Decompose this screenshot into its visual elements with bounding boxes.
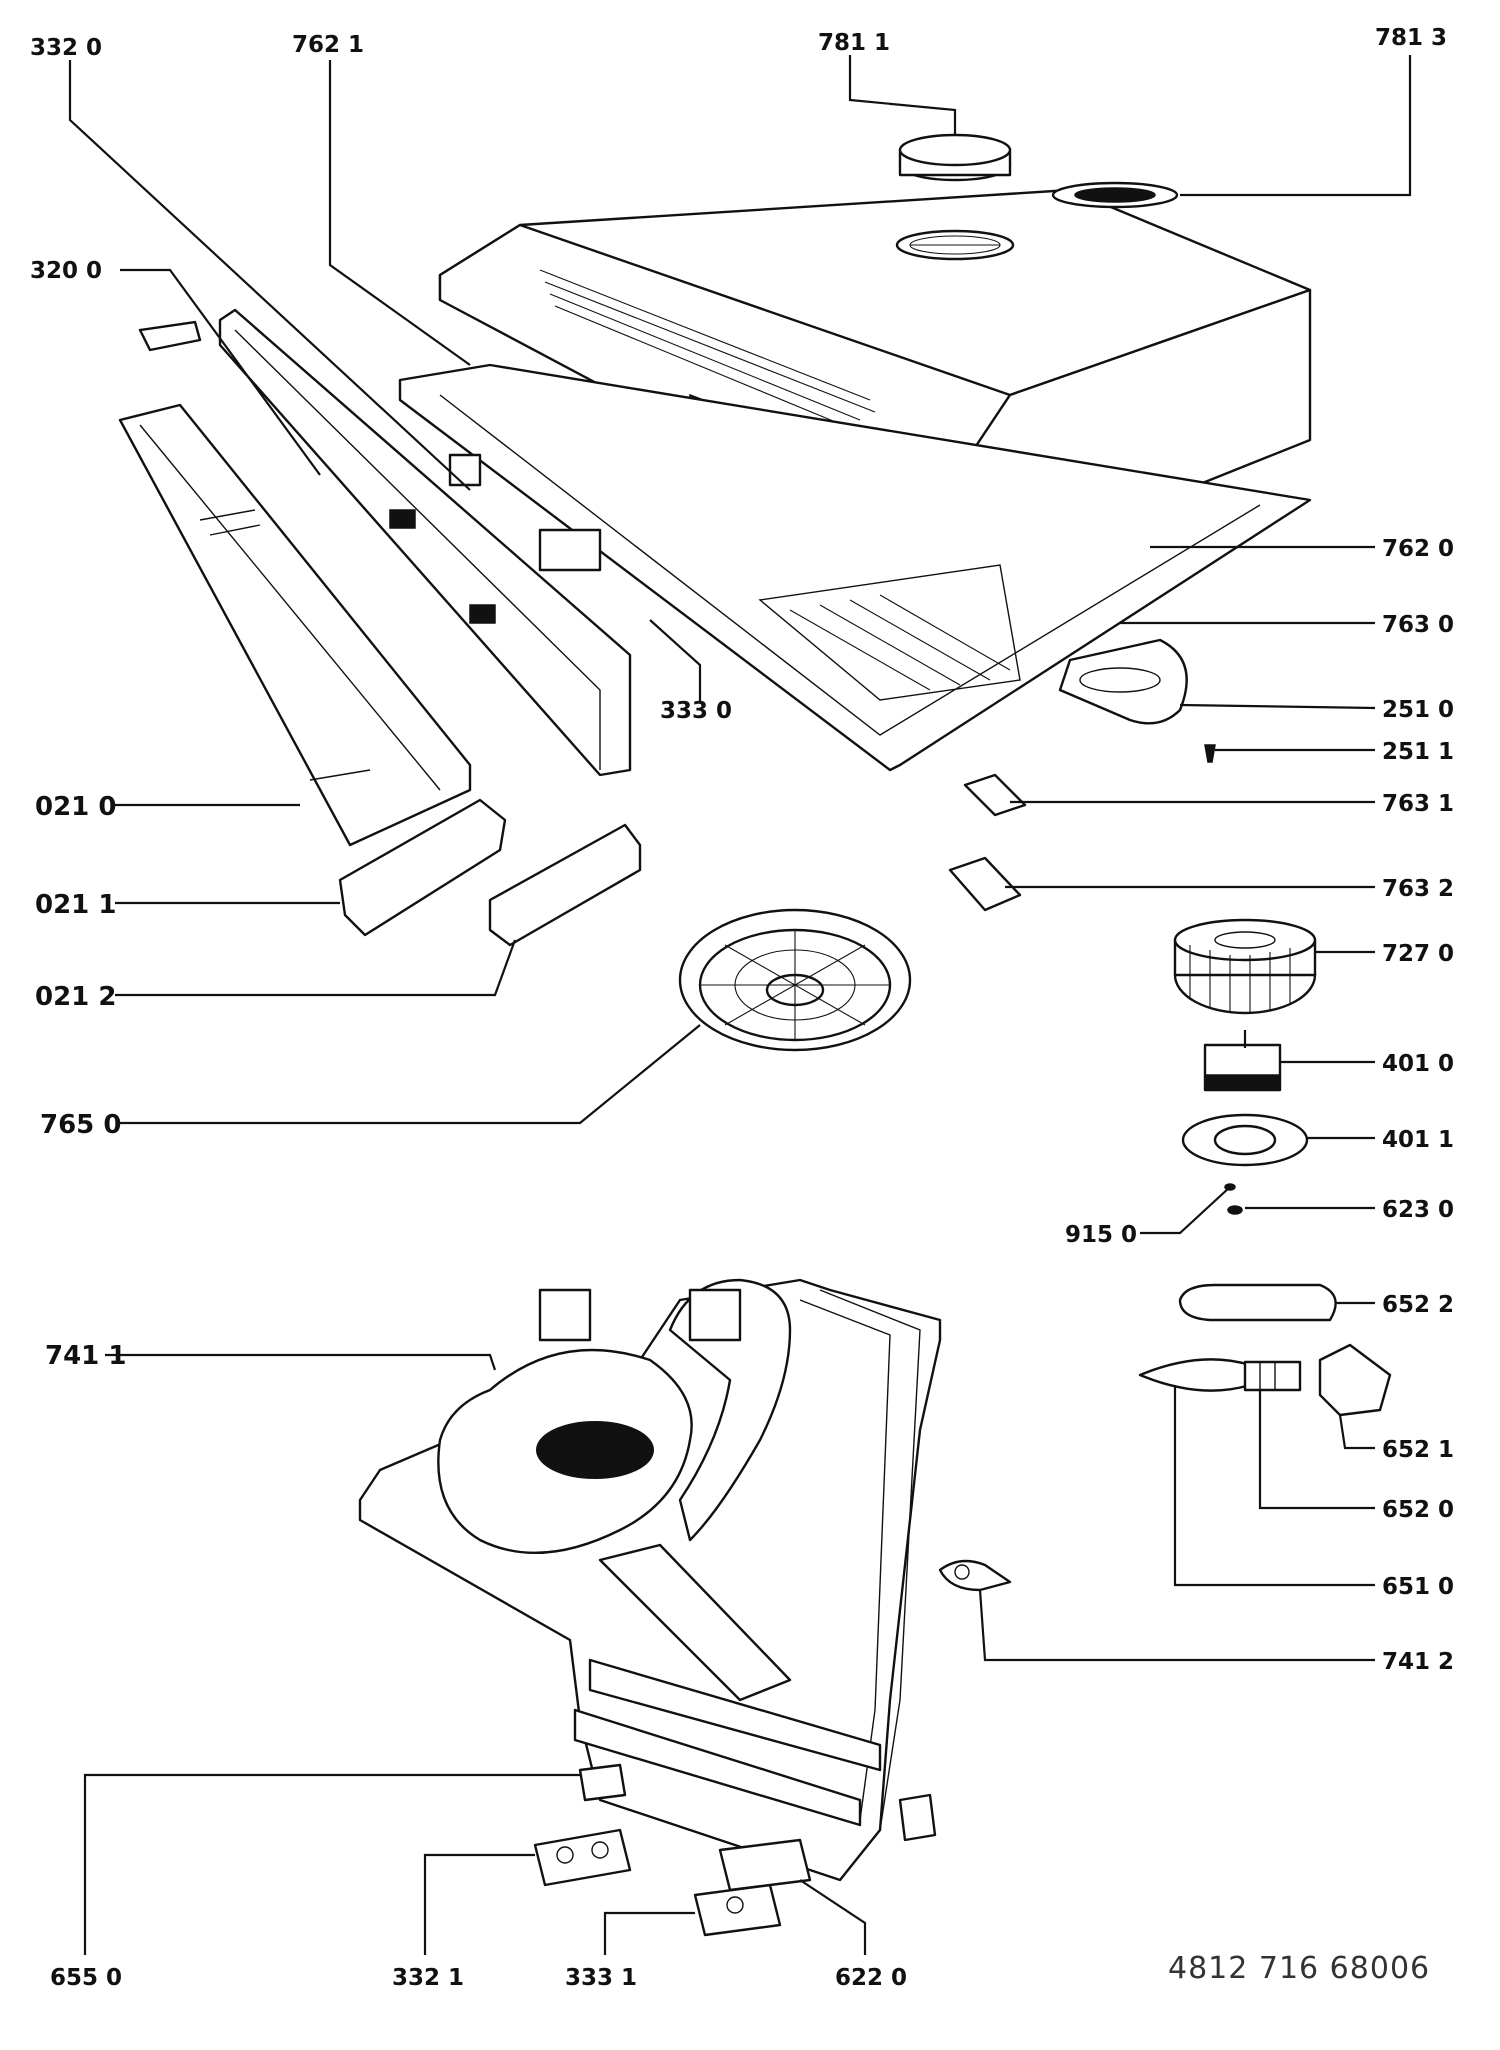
label-333-0: 333 0: [660, 698, 732, 724]
label-251-1: 251 1: [1382, 739, 1454, 765]
fan-housing: [358, 1278, 942, 1937]
label-332-1: 332 1: [392, 1965, 464, 1991]
document-number: 4812 716 68006: [1168, 1951, 1430, 1986]
label-251-0: 251 0: [1382, 697, 1454, 723]
right-parts: [898, 133, 1392, 1592]
label-401-1: 401 1: [1382, 1127, 1454, 1153]
label-652-1: 652 1: [1382, 1437, 1454, 1463]
label-763-0: 763 0: [1382, 612, 1454, 638]
label-765-0: 765 0: [40, 1110, 121, 1140]
label-763-1: 763 1: [1382, 791, 1454, 817]
label-021-0: 021 0: [35, 792, 116, 822]
label-741-1: 741 1: [45, 1341, 126, 1371]
label-727-0: 727 0: [1382, 941, 1454, 967]
part-labels: 332 0 762 1 781 1 781 3 320 0 762 0 763 …: [30, 25, 1454, 1991]
label-781-3: 781 3: [1375, 25, 1447, 51]
label-655-0: 655 0: [50, 1965, 122, 1991]
label-763-2: 763 2: [1382, 876, 1454, 902]
label-021-1: 021 1: [35, 890, 116, 920]
charcoal-filter: [678, 908, 912, 1052]
label-333-1: 333 1: [565, 1965, 637, 1991]
leader-lines: [68, 55, 1412, 1955]
label-320-0: 320 0: [30, 258, 102, 284]
label-741-2: 741 2: [1382, 1649, 1454, 1675]
label-652-2: 652 2: [1382, 1292, 1454, 1318]
front-panels: [118, 308, 642, 947]
label-762-0: 762 0: [1382, 536, 1454, 562]
label-915-0: 915 0: [1065, 1222, 1137, 1248]
label-622-0: 622 0: [835, 1965, 907, 1991]
label-332-0: 332 0: [30, 35, 102, 61]
label-021-2: 021 2: [35, 982, 116, 1012]
label-651-0: 651 0: [1382, 1574, 1454, 1600]
label-401-0: 401 0: [1382, 1051, 1454, 1077]
label-652-0: 652 0: [1382, 1497, 1454, 1523]
label-762-1: 762 1: [292, 32, 364, 58]
filter-frame: [398, 363, 1312, 772]
label-781-1: 781 1: [818, 30, 890, 56]
label-623-0: 623 0: [1382, 1197, 1454, 1223]
